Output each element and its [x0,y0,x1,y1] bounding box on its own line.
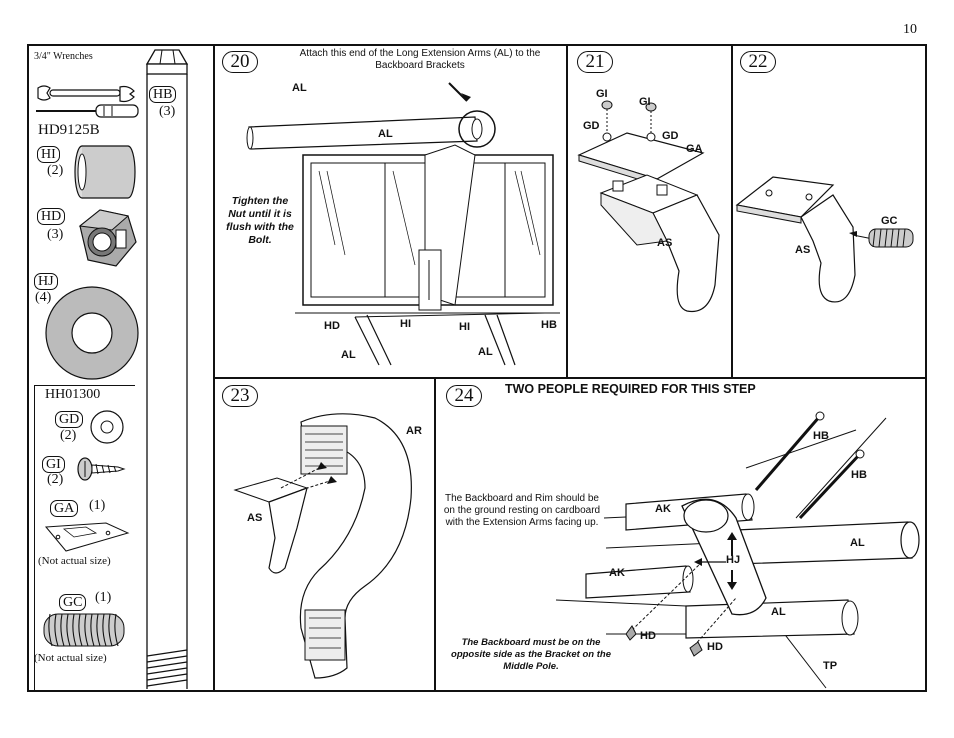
hex-nut-hd-icon [78,209,137,267]
step21-22-divider [731,44,733,377]
not-actual-size-note-2: (Not actual size) [34,652,107,664]
part-qty-hi: (2) [47,163,64,178]
part-tag-gd: GD [55,411,84,428]
part-tag-hd: HD [37,208,66,225]
parts-divider [213,44,215,692]
part-qty-gd: (2) [60,428,77,443]
step23-24-divider [434,377,436,692]
step-20-label-hi-2: HI [459,321,470,333]
part-qty-hb: (3) [159,104,176,119]
step-22-label-gc: GC [881,215,898,227]
screw-gi-icon [77,457,126,481]
hh01300-box [34,385,135,690]
part-tag-gi: GI [42,456,65,473]
step-22-label-as: AS [795,244,811,256]
step-20-tighten-note: Tighten the Nut until it is flush with t… [226,195,294,246]
step-22-illustration [735,176,914,303]
not-actual-size-note-1: (Not actual size) [38,555,111,567]
step-24-note-backboard: The Backboard and Rim should be on the g… [443,493,601,528]
step-20-illustration [246,82,560,366]
page-frame [27,44,927,692]
step-24-label-ak-1: AK [655,503,671,515]
step-21-label-gi-1: GI [596,88,608,100]
washer-gd-icon [90,410,124,444]
kit-number-1: HD9125B [38,122,100,138]
step-20-label-al-arm: AL [378,128,393,140]
step-24-note-opposite: The Backboard must be on the opposite si… [451,637,611,672]
kit-number-2: HH01300 [45,387,101,402]
step20-21-divider [566,44,568,377]
step-24-label-hd-1: HD [640,630,656,642]
step-20-attach-note: Attach this end of the Long Extension Ar… [299,48,541,71]
wrench-label: 3/4" Wrenches [34,51,93,62]
spring-gc-icon [43,613,125,647]
part-tag-ga: GA [50,500,79,517]
step-22-badge: 22 [740,51,776,73]
part-tag-gc: GC [59,594,87,611]
step-21-badge: 21 [577,51,613,73]
page-number: 10 [903,22,917,37]
part-qty-hj: (4) [35,290,52,305]
step-20-label-al-bottom-2: AL [478,346,493,358]
screwdriver-icon [36,104,139,118]
part-qty-ga: (1) [89,498,106,513]
step-21-label-ga: GA [686,143,703,155]
part-qty-hd: (3) [47,227,64,242]
step-24-heading: TWO PEOPLE REQUIRED FOR THIS STEP [505,382,756,396]
step-23-label-as: AS [247,512,263,524]
spacer-hi-icon [74,145,136,199]
step-20-badge: 20 [222,51,258,73]
step-24-illustration [555,411,920,689]
step-21-label-as: AS [657,237,673,249]
step-20-label-al-bottom-1: AL [341,349,356,361]
part-qty-gc: (1) [95,590,112,605]
part-tag-hb: HB [149,86,177,103]
bracket-plate-ga-icon [44,522,130,552]
step-21-label-gd-2: GD [662,130,679,142]
part-tag-hj: HJ [34,273,58,290]
step-24-label-hd-2: HD [707,641,723,653]
step-23-label-ar: AR [406,425,422,437]
part-tag-hi: HI [37,146,60,163]
part-qty-gi: (2) [47,472,64,487]
step-24-label-tp: TP [823,660,838,672]
step-24-label-al-1: AL [850,537,865,549]
step-23-illustration [233,413,412,679]
step-24-badge: 24 [446,385,482,407]
step-20-label-al-top: AL [292,82,307,94]
step-20-label-hi-1: HI [400,318,411,330]
step-24-label-hb-1: HB [813,430,829,442]
step-21-label-gd-1: GD [583,120,600,132]
step-24-label-hj: HJ [726,554,741,566]
row-divider [213,377,927,379]
step-21-label-gi-2: GI [639,96,651,108]
washer-hj-icon [45,286,139,380]
step-21-illustration [577,100,720,313]
step-20-label-hb: HB [541,319,557,331]
long-bolt-illustration [145,49,189,689]
wrench-icon [37,85,135,103]
step-24-label-ak-2: AK [609,567,625,579]
step-20-label-hd: HD [324,320,340,332]
step-24-label-al-2: AL [771,606,786,618]
step-23-badge: 23 [222,385,258,407]
step-24-label-hb-2: HB [851,469,867,481]
